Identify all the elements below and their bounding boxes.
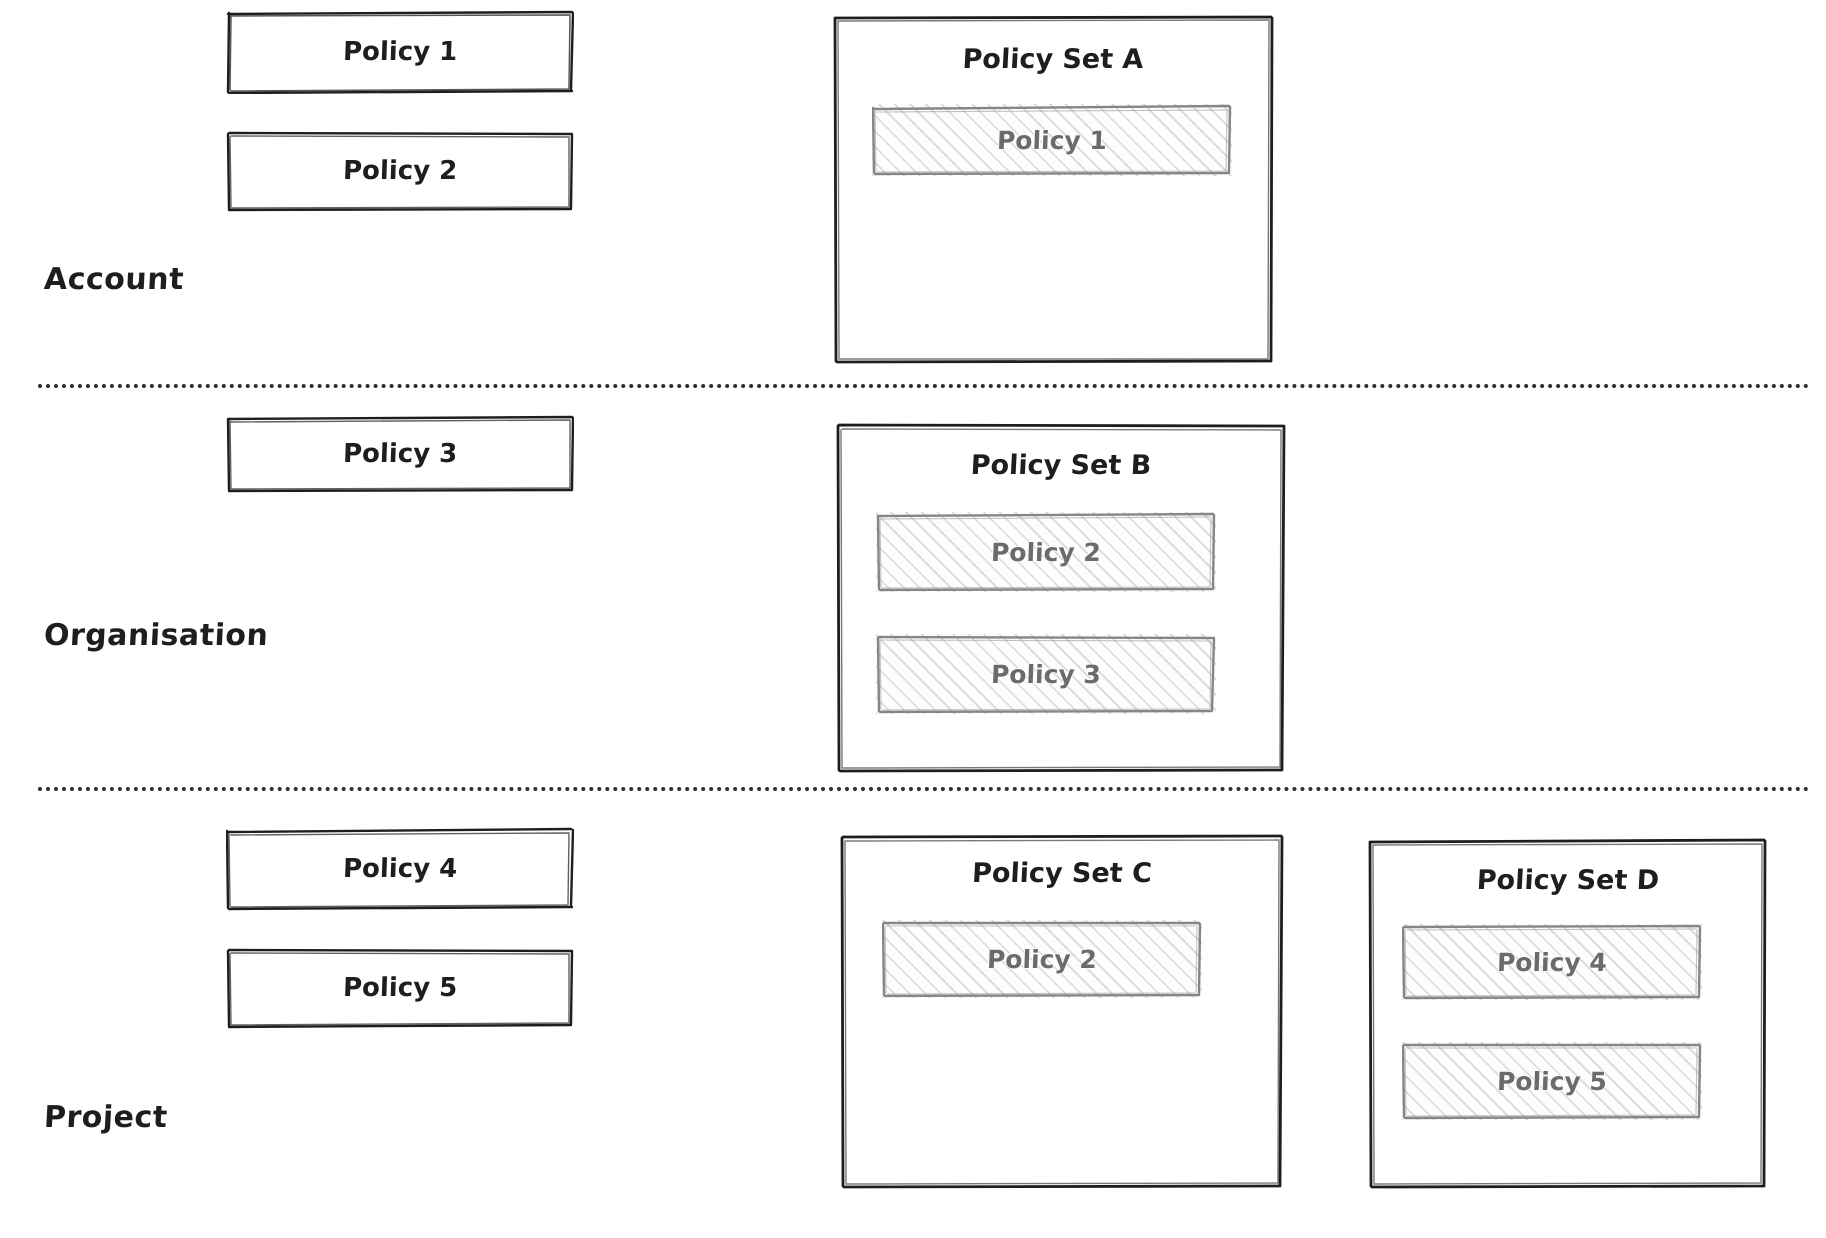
policy-box-policy-5[interactable]: Policy 5 <box>226 947 574 1029</box>
policy-set-title: Policy Set D <box>1476 865 1660 896</box>
policy-box-label: Policy 2 <box>342 156 458 186</box>
tier-divider-account-organisation <box>38 384 1810 388</box>
policy-box-label: Policy 5 <box>342 973 458 1003</box>
policy-chip-label: Policy 5 <box>1496 1066 1608 1096</box>
policy-chip-policy-2[interactable]: Policy 2 <box>882 920 1202 998</box>
policy-chip-label: Policy 2 <box>990 537 1102 567</box>
tier-label-organisation: Organisation <box>43 618 270 653</box>
tier-divider-organisation-project <box>38 787 1810 791</box>
policy-set-a[interactable]: Policy Set A Policy 1 <box>832 14 1274 364</box>
tier-label-project: Project <box>43 1100 169 1135</box>
policy-box-policy-3[interactable]: Policy 3 <box>226 415 574 493</box>
policy-set-title: Policy Set C <box>971 858 1153 889</box>
policy-box-policy-4[interactable]: Policy 4 <box>226 827 574 911</box>
policy-chip-label: Policy 2 <box>986 944 1098 974</box>
policy-box-label: Policy 4 <box>342 854 458 884</box>
policy-chip-policy-3[interactable]: Policy 3 <box>876 634 1216 714</box>
policy-chip-label: Policy 1 <box>996 125 1108 155</box>
policy-box-policy-2[interactable]: Policy 2 <box>226 130 574 212</box>
policy-box-label: Policy 3 <box>342 439 458 469</box>
policy-set-b[interactable]: Policy Set B Policy 2 Policy 3 <box>836 422 1286 774</box>
policy-chip-policy-4[interactable]: Policy 4 <box>1402 924 1702 1000</box>
policy-box-label: Policy 1 <box>342 37 458 67</box>
policy-chip-policy-5[interactable]: Policy 5 <box>1402 1042 1702 1120</box>
policy-box-policy-1[interactable]: Policy 1 <box>226 10 574 94</box>
policy-set-title: Policy Set A <box>961 44 1145 75</box>
policy-chip-policy-1[interactable]: Policy 1 <box>872 104 1232 176</box>
policy-set-d[interactable]: Policy Set D Policy 4 Policy 5 <box>1368 838 1768 1190</box>
policy-chip-policy-2[interactable]: Policy 2 <box>876 512 1216 592</box>
tier-label-account: Account <box>43 262 185 297</box>
policy-set-c[interactable]: Policy Set C Policy 2 <box>840 834 1284 1190</box>
policy-set-title: Policy Set B <box>969 450 1153 481</box>
policy-chip-label: Policy 3 <box>990 659 1102 689</box>
policy-chip-label: Policy 4 <box>1496 947 1608 977</box>
